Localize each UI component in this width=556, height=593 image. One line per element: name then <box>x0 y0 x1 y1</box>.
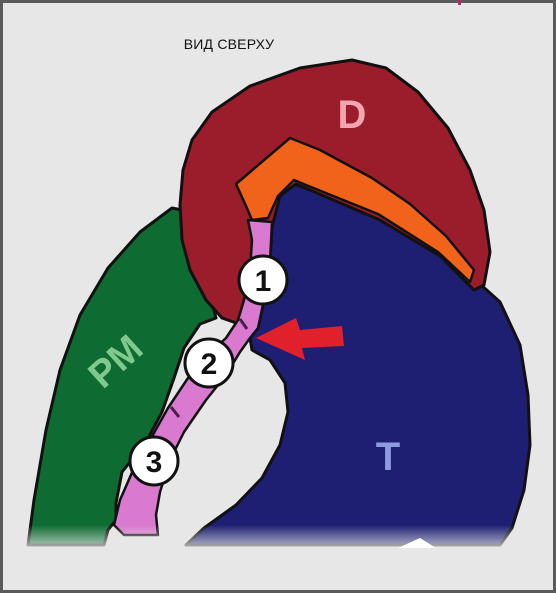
bottom-fill <box>3 554 553 590</box>
marker-1: 1 <box>239 256 287 304</box>
marker-2-label: 2 <box>201 348 218 381</box>
t-label: T <box>376 435 400 479</box>
corner-mark <box>458 0 461 5</box>
marker-3-label: 3 <box>146 446 163 479</box>
marker-2: 2 <box>185 339 233 387</box>
marker-1-label: 1 <box>255 265 272 298</box>
d-label: D <box>338 93 367 137</box>
bottom-fade <box>3 525 553 555</box>
marker-3: 3 <box>130 437 178 485</box>
